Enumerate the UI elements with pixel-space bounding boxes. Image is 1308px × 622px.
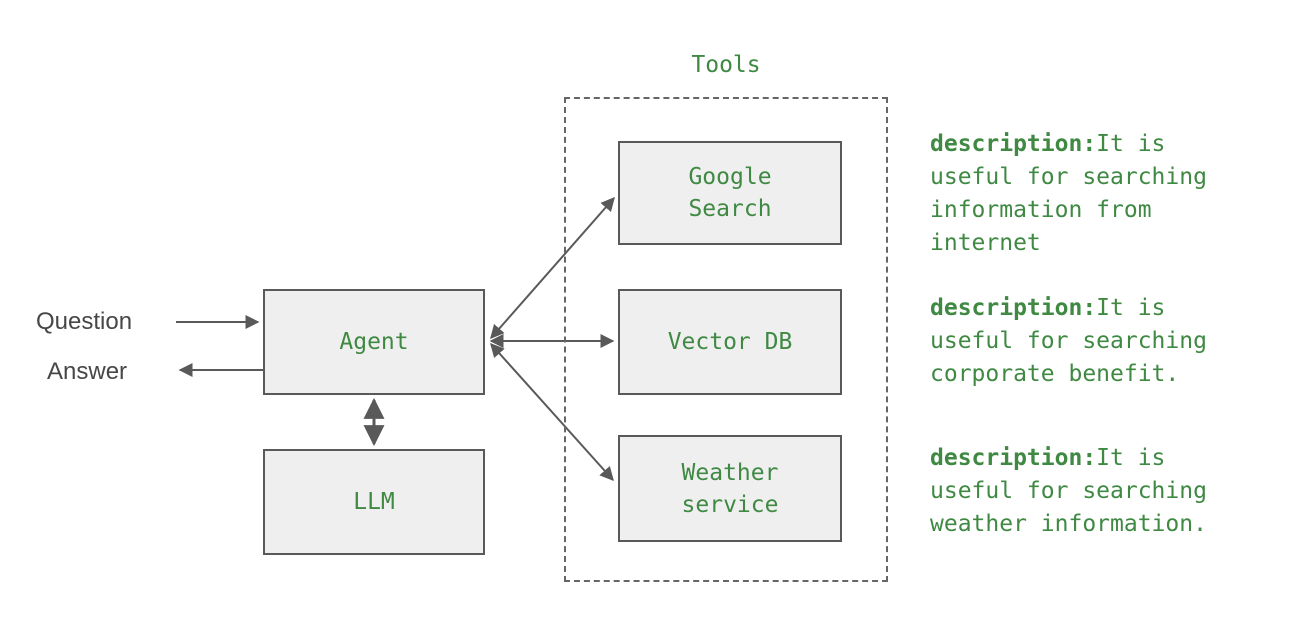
agent-node-label: Agent	[339, 329, 409, 355]
description-weather-service: description:It is useful for searching w…	[930, 442, 1214, 541]
description-google-search-text: It is useful for searching information f…	[930, 131, 1207, 256]
llm-node: LLM	[263, 449, 485, 555]
agent-node: Agent	[263, 289, 485, 395]
description-weather-service-text: It is useful for searching weather infor…	[930, 445, 1207, 537]
tools-group-title: Tools	[691, 52, 761, 78]
llm-node-label: LLM	[353, 489, 395, 515]
tool-node-google-search: Google Search	[618, 141, 842, 245]
tool-node-vector-db-label: Vector DB	[667, 329, 793, 355]
description-weather-service-key: description:	[930, 445, 1097, 471]
answer-label: Answer	[47, 358, 128, 385]
description-google-search: description:It is useful for searching i…	[930, 128, 1214, 260]
description-vector-db-key: description:	[930, 295, 1097, 321]
tool-node-weather-service: Weather service	[618, 435, 842, 542]
tool-node-google-search-label: Google Search	[688, 164, 772, 222]
description-vector-db-text: It is useful for searching corporate ben…	[930, 295, 1207, 387]
description-vector-db: description:It is useful for searching c…	[930, 292, 1214, 391]
tools-group-frame	[564, 97, 888, 582]
description-google-search-key: description:	[930, 131, 1097, 157]
question-label: Question	[36, 308, 133, 335]
tool-node-weather-service-label: Weather service	[681, 459, 779, 518]
tool-node-vector-db: Vector DB	[618, 289, 842, 395]
